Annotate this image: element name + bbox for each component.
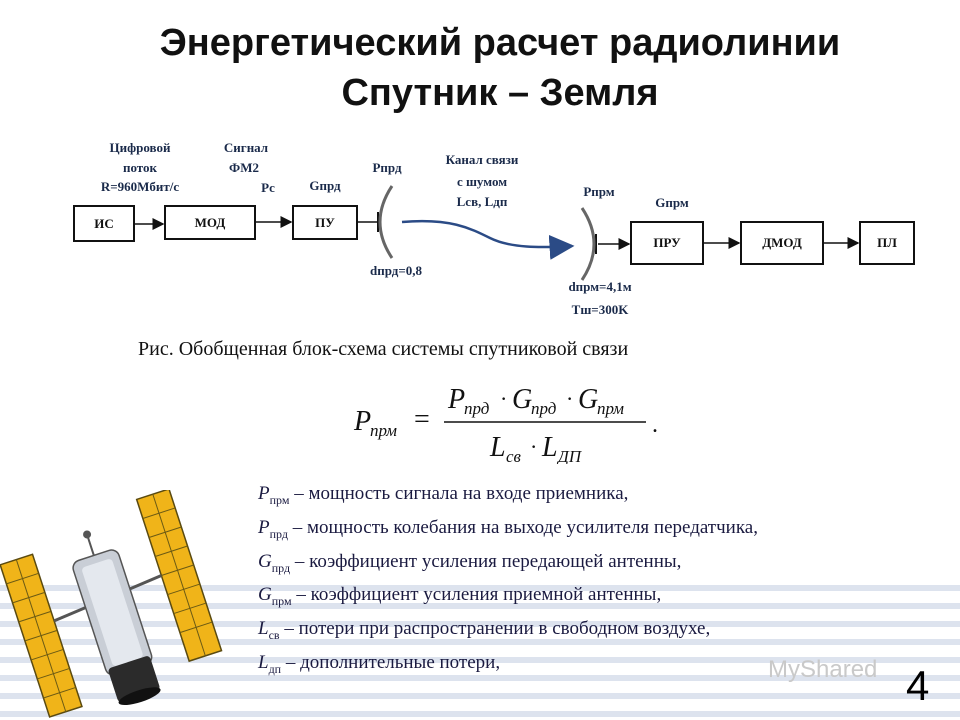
definition-symbol: P <box>258 516 270 538</box>
svg-text:·: · <box>500 386 507 411</box>
block-pu: ПУ <box>292 205 358 240</box>
label-d-rx: dпрм=4,1м <box>568 279 631 294</box>
slide-title: Энергетический расчет радиолинии Спутник… <box>60 18 940 118</box>
formula-num-1-sub: прд <box>464 399 490 418</box>
bg-stripe <box>0 603 960 609</box>
svg-text:=: = <box>414 404 430 435</box>
formula-num-2: G <box>512 384 532 415</box>
block-dmod-label: ДМОД <box>762 235 802 250</box>
formula-den-1-sub: св <box>506 447 522 464</box>
definition-row: Gпрд – коэффициент усиления передающей а… <box>258 548 938 582</box>
definition-row: Lдп – дополнительные потери, <box>258 649 938 683</box>
definition-text: – коэффициент усиления приемной антенны, <box>291 584 662 606</box>
formula-num-1: P <box>447 384 465 415</box>
title-line-2: Спутник – Земля <box>341 72 659 114</box>
svg-text:·: · <box>566 386 573 411</box>
satellite-body <box>53 530 162 706</box>
label-signal-2: ФМ2 <box>229 160 259 175</box>
definitions-list: Pпрм – мощность сигнала на входе приемни… <box>258 480 938 683</box>
bg-stripe <box>0 621 960 627</box>
label-pc: Pс <box>261 180 275 195</box>
tx-antenna-icon <box>377 185 394 259</box>
bg-stripe <box>0 585 960 591</box>
bg-stripe <box>0 711 960 717</box>
definition-symbol: L <box>258 618 269 640</box>
definition-row: Pпрм – мощность сигнала на входе приемни… <box>258 480 938 514</box>
block-mod: МОД <box>164 205 256 240</box>
formula-lhs: P <box>353 406 371 437</box>
definition-text: – потери при распространении в свободном… <box>279 618 711 640</box>
formula-den-1: L <box>489 432 506 463</box>
definition-symbol: L <box>258 651 269 673</box>
label-g-rx: Gпрм <box>655 195 689 210</box>
label-p-rx: Pпрм <box>583 184 614 199</box>
svg-text:.: . <box>652 412 658 438</box>
block-pl-label: ПЛ <box>877 235 897 250</box>
definition-subscript: св <box>268 627 280 642</box>
bg-stripe <box>0 675 960 681</box>
formula-den-2: L <box>541 432 558 463</box>
definition-row: Pпрд – мощность колебания на выходе усил… <box>258 514 938 548</box>
definition-text: – мощность сигнала на входе приемника, <box>289 483 629 504</box>
definition-row: Lсв – потери при распространении в свобо… <box>258 615 938 649</box>
label-digital-stream-1: Цифровой <box>110 140 171 155</box>
figure-caption: Рис. Обобщенная блок-схема системы спутн… <box>138 338 629 360</box>
definition-subscript: прд <box>271 560 291 575</box>
formula-num-3-sub: прм <box>597 399 624 418</box>
formula-den-2-sub: ДП <box>556 447 583 464</box>
bg-stripe <box>0 639 960 645</box>
channel-arrow <box>401 219 575 260</box>
definition-symbol: G <box>258 550 272 572</box>
label-channel-2: с шумом <box>457 174 507 189</box>
label-t-noise: Tш=300K <box>572 302 630 317</box>
block-pru-label: ПРУ <box>653 235 681 250</box>
formula-num-3: G <box>578 384 598 415</box>
title-line-1: Энергетический расчет радиолинии <box>159 22 841 64</box>
label-p-tx: Pпрд <box>372 160 401 175</box>
definition-text: – мощность колебания на выходе усилителя… <box>287 516 758 538</box>
bg-stripe <box>0 657 960 663</box>
block-dmod: ДМОД <box>740 221 824 265</box>
power-formula: P прм = P прд · G прд · G прм L св · L Д… <box>353 384 658 464</box>
solar-panel-left <box>0 553 83 718</box>
definition-subscript: прм <box>269 492 290 507</box>
label-d-tx: dпрд=0,8 <box>370 263 423 278</box>
formula-lhs-sub: прм <box>370 421 397 440</box>
definition-symbol: P <box>258 483 270 504</box>
definition-text: – дополнительные потери, <box>281 651 501 673</box>
definition-subscript: дп <box>268 661 282 676</box>
bg-stripe <box>0 693 960 699</box>
definition-text: – коэффициент усиления передающей антенн… <box>290 550 682 572</box>
definition-subscript: прд <box>269 526 288 541</box>
label-g-tx: Gпрд <box>309 178 341 193</box>
definition-row: Gпрм – коэффициент усиления приемной ант… <box>258 581 938 615</box>
rx-antenna-icon <box>580 207 597 281</box>
formula-num-2-sub: прд <box>531 399 557 418</box>
svg-text:·: · <box>530 434 537 459</box>
block-pl: ПЛ <box>859 221 915 265</box>
block-pu-label: ПУ <box>315 215 335 230</box>
block-is: ИС <box>73 205 135 242</box>
block-is-label: ИС <box>94 216 114 231</box>
satellite-illustration <box>0 490 223 718</box>
label-channel-1: Канал связи <box>446 152 519 167</box>
label-digital-stream-3: R=960Мбит/с <box>101 179 180 194</box>
label-digital-stream-2: поток <box>123 160 158 175</box>
definition-subscript: прм <box>271 594 292 609</box>
solar-panel-right <box>135 490 223 663</box>
block-diagram: ИС МОД ПУ ПРУ ДМОД ПЛ Цифровой поток R=9… <box>73 140 915 317</box>
label-channel-3: Lсв, Lдп <box>457 194 508 209</box>
definition-symbol: G <box>258 584 272 606</box>
block-pru: ПРУ <box>630 221 704 265</box>
watermark: MyShared <box>768 656 878 683</box>
block-mod-label: МОД <box>195 215 226 230</box>
page-number: 4 <box>906 662 930 709</box>
label-signal-1: Сигнал <box>224 140 268 155</box>
